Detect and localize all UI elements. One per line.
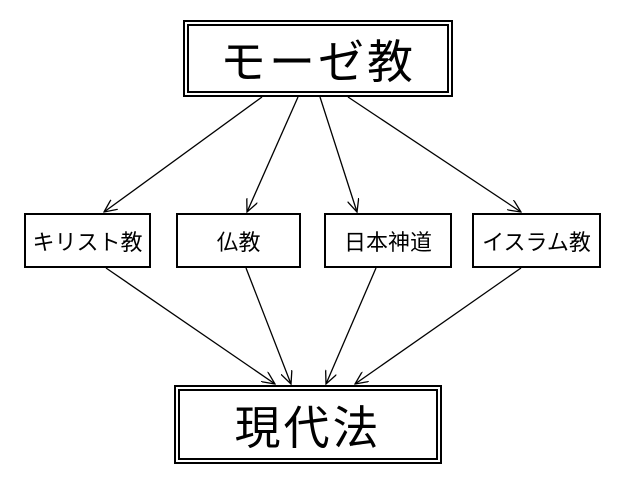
node-modern-law-label: 現代法	[234, 400, 382, 455]
node-buddhism: 仏教	[176, 213, 301, 268]
node-modern-law: 現代法	[174, 385, 442, 464]
node-shinto-label: 日本神道	[343, 230, 432, 256]
arrow-shinto-to-modern-law	[326, 267, 377, 384]
node-christianity: キリスト教	[24, 213, 151, 268]
node-christianity-label: キリスト教	[32, 230, 143, 256]
node-moses-label: モーゼ教	[220, 34, 416, 89]
node-buddhism-label: 仏教	[216, 230, 261, 256]
arrow-christianity-to-modern-law	[105, 267, 275, 384]
arrow-moses-to-shinto	[319, 96, 357, 212]
node-islam: イスラム教	[472, 213, 601, 268]
arrow-moses-to-buddhism	[247, 96, 299, 212]
arrow-buddhism-to-modern-law	[245, 267, 291, 384]
node-moses: モーゼ教	[183, 20, 453, 97]
node-islam-label: イスラム教	[482, 230, 591, 256]
arrow-moses-to-christianity	[104, 96, 263, 212]
arrow-moses-to-islam	[347, 96, 521, 212]
arrow-islam-to-modern-law	[355, 267, 522, 384]
node-shinto: 日本神道	[324, 213, 452, 268]
